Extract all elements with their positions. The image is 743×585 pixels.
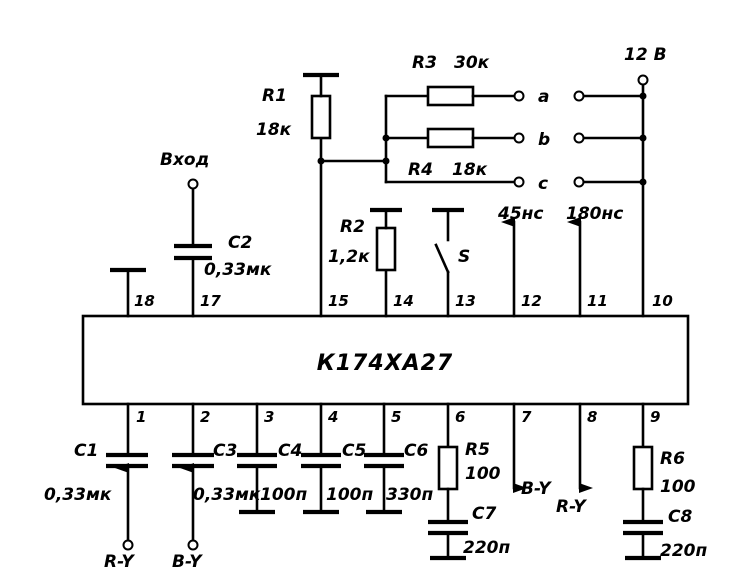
r2-name: R2 [340,217,365,237]
r3-value: 30к [454,53,490,73]
r5-resistor [437,445,459,491]
pin-label-17: 17 [200,292,221,310]
c6-name: C6 [404,441,428,461]
c4-name: C4 [278,441,302,461]
pin-label-5: 5 [391,408,401,426]
terminal-a-right [573,90,585,102]
r3-resistor [426,85,475,107]
pin4-c5 [301,402,341,515]
terminal-b-right [573,132,585,144]
c7-name: C7 [472,504,496,524]
pin-label-1: 1 [136,408,146,426]
pin-label-12: 12 [521,292,542,310]
r6-name: R6 [660,449,685,469]
r2-value: 1,2к [328,247,370,267]
pin-label-13: 13 [455,292,476,310]
r2-resistor [375,226,397,272]
pin1-c1-input [106,402,148,551]
terminal-a-left [513,90,525,102]
c2-value: 0,33мк [204,260,272,280]
c2-name: C2 [228,233,252,253]
c8-name: C8 [668,507,692,527]
r4-name: R4 [408,160,433,180]
pin5-c6 [364,402,404,515]
out11-label: 180нс [566,204,623,224]
ic-body [81,314,690,406]
terminal-b-label: b [538,130,550,150]
sig-in1-label: R-Y [104,552,135,572]
pin14-r2 [370,207,402,318]
pin3-c4 [237,402,277,515]
pin-label-4: 4 [327,408,338,426]
pin-label-8: 8 [587,408,597,426]
terminal-c-label: c [538,174,548,194]
pin9-r6-c8 [623,402,663,561]
c5-name: C5 [342,441,366,461]
c8-value: 220п [660,541,707,561]
pin-label-18: 18 [134,292,155,310]
r1-name: R1 [262,86,287,106]
c5-value: 100п [326,485,373,505]
pin-label-11: 11 [587,292,608,310]
sig-out8-label: R-Y [556,497,587,517]
r3-name: R3 [412,53,437,73]
input-terminal [187,178,199,190]
supply-terminal [637,74,649,86]
pin15-r1-network [303,72,525,318]
sig-out7-label: B-Y [521,479,552,499]
out12-label: 45нс [497,204,543,224]
terminal-c-right [573,176,585,188]
c1-name: C1 [74,441,98,461]
pin-label-14: 14 [393,292,414,310]
ic-name: К174ХА27 [317,351,454,376]
pin-label-10: 10 [652,292,673,310]
pin2-c3-input [172,402,214,551]
pin-label-2: 2 [200,408,210,426]
pin18-ground [110,267,146,318]
c3-name: C3 [213,441,237,461]
c4-value: 100п [260,485,307,505]
r4-resistor [426,127,475,149]
r6-value: 100 [660,477,696,497]
c1-value: 0,33мк [44,485,112,505]
r1-value: 18к [256,120,292,140]
pin-label-3: 3 [264,408,274,426]
r5-name: R5 [465,440,490,460]
r6-resistor [632,445,654,491]
supply-label: 12 В [624,45,667,65]
input-label: Вход [160,150,209,170]
pin-label-6: 6 [455,408,465,426]
switch-label: S [458,247,470,267]
pin6-r5-c7 [428,402,468,561]
pin13-switch [432,207,464,318]
terminal-b-left [513,132,525,144]
pin-label-15: 15 [328,292,349,310]
c3-value: 0,33мк [193,485,261,505]
pin-label-9: 9 [650,408,660,426]
pin-label-7: 7 [521,408,532,426]
terminal-c-left [513,176,525,188]
c6-value: 330п [386,485,433,505]
c7-value: 220п [463,538,510,558]
r5-value: 100 [465,464,501,484]
sig-in2-label: B-Y [172,552,203,572]
r1-resistor [310,94,332,140]
pin10-supply-selector [573,74,649,318]
r4-value: 18к [452,160,488,180]
terminal-a-label: a [538,87,549,107]
pin17-input-path [174,178,212,318]
